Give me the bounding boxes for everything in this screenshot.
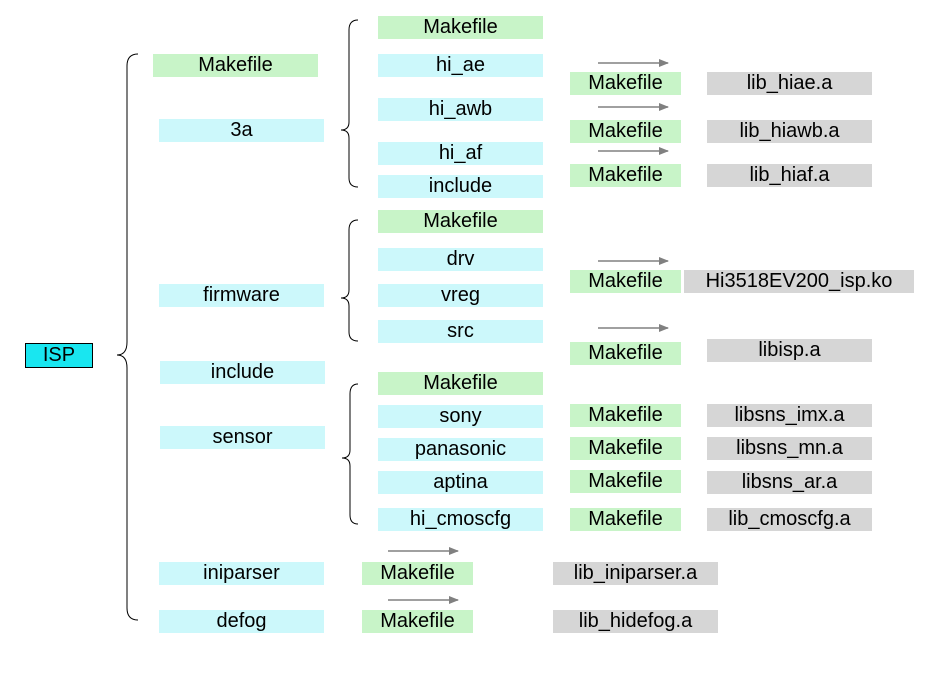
output-libsns-mn: libsns_mn.a	[707, 437, 872, 460]
folder-sensor: sensor	[160, 426, 325, 449]
3a-makefile: Makefile	[378, 16, 543, 39]
output-libisp: libisp.a	[707, 339, 872, 362]
folder-drv: drv	[378, 248, 543, 271]
sony-makefile: Makefile	[570, 404, 681, 427]
cmoscfg-makefile: Makefile	[570, 508, 681, 531]
output-lib-hiae: lib_hiae.a	[707, 72, 872, 95]
brace-isp	[116, 53, 139, 621]
folder-3a-include: include	[378, 175, 543, 198]
output-libsns-imx: libsns_imx.a	[707, 404, 872, 427]
folder-include: include	[160, 361, 325, 384]
root-isp: ISP	[25, 343, 93, 368]
folder-hi-cmoscfg: hi_cmoscfg	[378, 508, 543, 531]
folder-hi-awb: hi_awb	[378, 98, 543, 121]
hi-ae-makefile: Makefile	[570, 72, 681, 95]
output-lib-hidefog: lib_hidefog.a	[553, 610, 718, 633]
folder-firmware: firmware	[159, 284, 324, 307]
output-lib-hiaf: lib_hiaf.a	[707, 164, 872, 187]
firmware-makefile: Makefile	[378, 210, 543, 233]
folder-src: src	[378, 320, 543, 343]
brace-firmware	[340, 219, 359, 342]
hi-af-makefile: Makefile	[570, 164, 681, 187]
folder-3a: 3a	[159, 119, 324, 142]
output-lib-iniparser: lib_iniparser.a	[553, 562, 718, 585]
aptina-makefile: Makefile	[570, 470, 681, 493]
folder-panasonic: panasonic	[378, 438, 543, 461]
panasonic-makefile: Makefile	[570, 437, 681, 460]
folder-hi-ae: hi_ae	[378, 54, 543, 77]
brace-3a	[340, 19, 359, 188]
sensor-makefile: Makefile	[378, 372, 543, 395]
folder-aptina: aptina	[378, 471, 543, 494]
hi-awb-makefile: Makefile	[570, 120, 681, 143]
folder-hi-af: hi_af	[378, 142, 543, 165]
folder-vreg: vreg	[378, 284, 543, 307]
output-lib-hiawb: lib_hiawb.a	[707, 120, 872, 143]
defog-makefile: Makefile	[362, 610, 473, 633]
src-makefile: Makefile	[570, 342, 681, 365]
brace-sensor	[341, 383, 359, 525]
output-libsns-ar: libsns_ar.a	[707, 471, 872, 494]
drv-makefile: Makefile	[570, 270, 681, 293]
level1-makefile: Makefile	[153, 54, 318, 77]
folder-iniparser: iniparser	[159, 562, 324, 585]
output-isp-ko: Hi3518EV200_isp.ko	[684, 270, 914, 293]
iniparser-makefile: Makefile	[362, 562, 473, 585]
output-lib-cmoscfg: lib_cmoscfg.a	[707, 508, 872, 531]
folder-sony: sony	[378, 405, 543, 428]
folder-defog: defog	[159, 610, 324, 633]
